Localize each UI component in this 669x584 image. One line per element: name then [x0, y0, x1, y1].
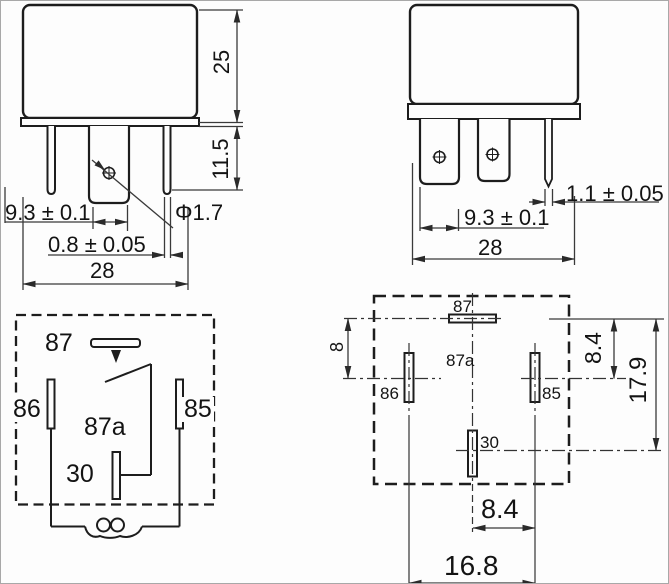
- terminal-86-bar: [46, 378, 56, 430]
- bottom-label-86: 86: [380, 384, 399, 403]
- circuit-diagram: [14, 313, 216, 539]
- bottom-label-85: 85: [542, 384, 561, 403]
- dim-text-width-side: 28: [478, 235, 503, 260]
- dim-text-width-front: 28: [90, 258, 115, 283]
- circuit-label-86: 86: [11, 395, 43, 423]
- pin-left-front: [46, 126, 56, 196]
- pin-wide-2: [476, 119, 511, 183]
- circuit-dashed-border: [14, 313, 216, 506]
- coil-loop-2: [110, 517, 125, 533]
- relay-flange-front: [20, 117, 200, 127]
- bottom-view: [372, 294, 571, 486]
- front-view: [20, 3, 200, 205]
- dim-text-pin-offset-side: 9.3 ± 0.1: [464, 205, 550, 230]
- pin-right-front: [162, 126, 172, 196]
- terminal-30-bar: [111, 451, 121, 500]
- circuit-label-87a: 87a: [84, 413, 126, 441]
- circuit-label-30: 30: [66, 460, 94, 488]
- side-view-dimensions: [411, 163, 659, 265]
- contact-arrow: [111, 350, 121, 363]
- side-view: [407, 3, 581, 189]
- dim-text-pitch-30-85: 8.4: [481, 494, 519, 524]
- coil-loop-base: [84, 526, 143, 539]
- pin-thin-side: [544, 119, 553, 189]
- dim-text-pin-thickness: 0.8 ± 0.05: [48, 232, 146, 257]
- relay-flange-side: [407, 103, 581, 120]
- dim-text-pitch-86-85: 16.8: [444, 550, 499, 581]
- dim-text-body-height: 25: [209, 49, 234, 75]
- bottom-label-87: 87: [453, 297, 472, 316]
- contact-87-bar: [90, 338, 141, 348]
- dim-text-pin-offset-front: 9.3 ± 0.1: [5, 200, 91, 225]
- relay-body-side: [408, 3, 580, 106]
- dim-text-offset-row: 8.4: [579, 332, 606, 364]
- dim-text-hole-diameter: Φ1.7: [175, 200, 224, 225]
- circuit-label-85: 85: [182, 395, 214, 423]
- pin-center-front: [87, 126, 131, 205]
- bottom-label-87a: 87a: [446, 351, 475, 370]
- dim-text-depth-total: 17.9: [625, 356, 652, 404]
- circuit-label-87: 87: [45, 329, 73, 357]
- dim-text-thin-pin: 1.1 ± 0.05: [566, 181, 664, 206]
- bottom-view-dimensions: [344, 317, 664, 583]
- switch-blade: [104, 363, 152, 383]
- dim-text-offset-87: 8: [327, 342, 347, 353]
- bottom-label-30: 30: [480, 433, 499, 452]
- bottom-dashed-border: [372, 294, 571, 486]
- relay-body-front: [21, 3, 199, 120]
- dim-text-pin-length: 11.5: [208, 138, 233, 180]
- bottom-view-centerlines: [343, 293, 664, 583]
- leader-arrowhead: [94, 160, 105, 170]
- front-view-dimensions: [4, 9, 243, 290]
- coil-loop-1: [96, 517, 111, 533]
- leader-line-hole: [91, 159, 174, 229]
